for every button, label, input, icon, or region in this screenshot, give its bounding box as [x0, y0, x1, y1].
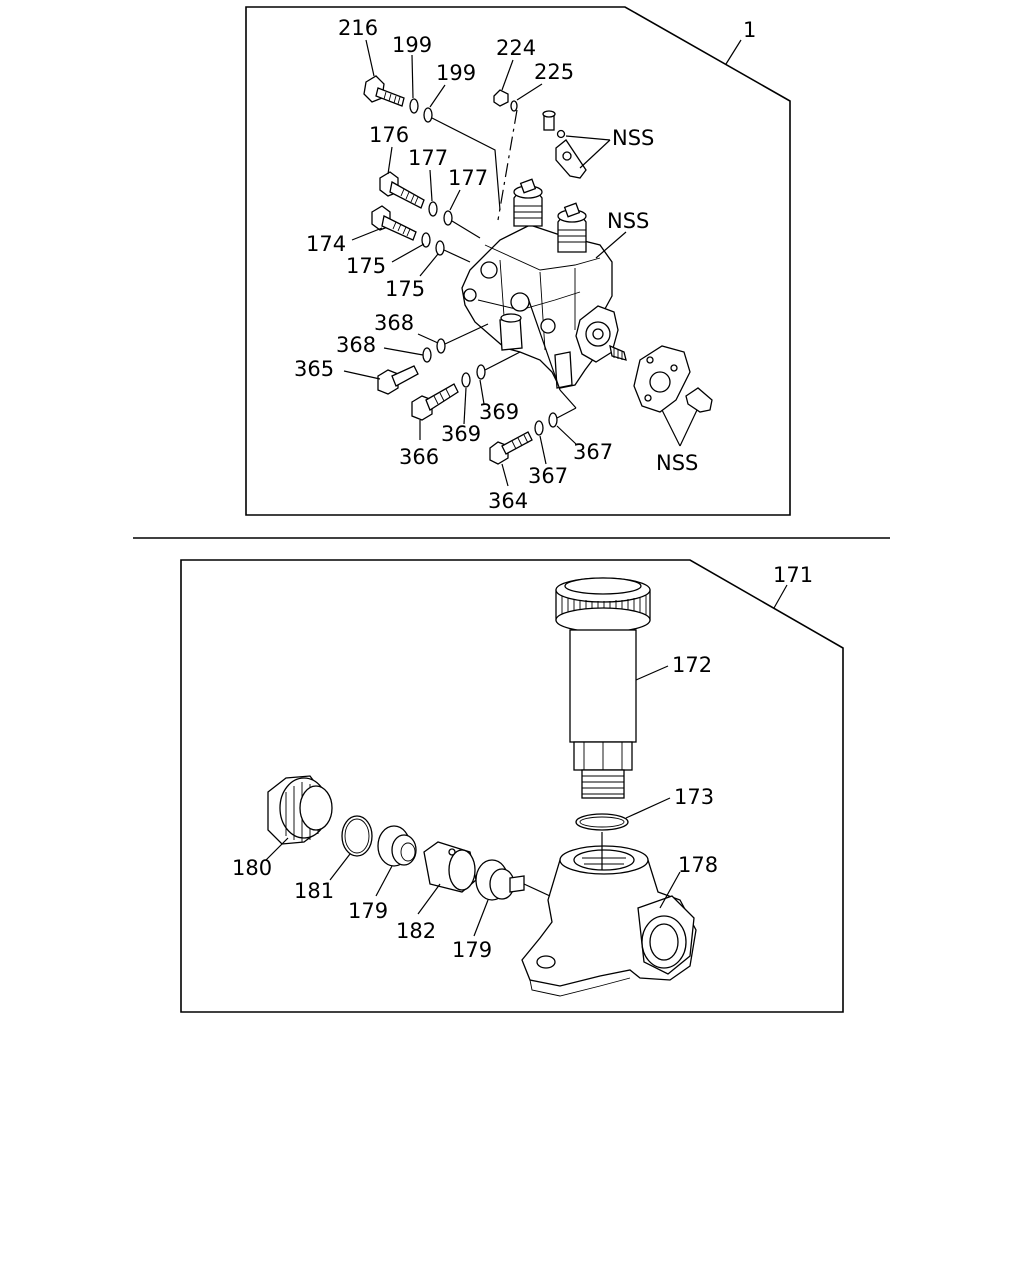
callout-368-b: 368	[336, 333, 376, 357]
bolt-365	[377, 365, 419, 395]
check-valve-179a	[377, 825, 417, 867]
washer-367b	[548, 412, 558, 428]
washer-175a	[421, 232, 431, 248]
callout-173: 173	[674, 785, 714, 809]
callout-199-b: 199	[436, 61, 476, 85]
pump-housing-178	[521, 832, 697, 997]
callout-179-b: 179	[452, 938, 492, 962]
washer-369b	[476, 364, 486, 380]
washer-175b	[435, 240, 445, 256]
callout-199-a: 199	[392, 33, 432, 57]
callout-369-a: 369	[479, 400, 519, 424]
callout-181: 181	[294, 879, 334, 903]
top-panel-frame	[245, 6, 791, 516]
bolt-364	[489, 431, 533, 465]
bolt-224	[493, 89, 509, 107]
nss-upper-bracket	[542, 110, 587, 179]
washer-367a	[534, 420, 544, 436]
washer-368b	[436, 338, 446, 354]
washer-369a	[461, 372, 471, 388]
callout-180: 180	[232, 856, 272, 880]
injection-pump-body	[461, 178, 627, 389]
washer-177b	[443, 210, 453, 226]
bolt-366	[411, 383, 459, 421]
callout-nss-c: NSS	[656, 451, 698, 475]
callout-365: 365	[294, 357, 334, 381]
washer-368a	[422, 347, 432, 363]
callout-nss-a: NSS	[612, 126, 654, 150]
nss-drive-flange	[633, 345, 713, 413]
sleeve-182	[423, 841, 477, 893]
callout-366: 366	[399, 445, 439, 469]
callout-368-a: 368	[374, 311, 414, 335]
callout-177-a: 177	[408, 146, 448, 170]
callout-216: 216	[338, 16, 378, 40]
callout-367-b: 367	[528, 464, 568, 488]
callout-225: 225	[534, 60, 574, 84]
bolt-174	[371, 205, 417, 241]
callout-179-a: 179	[348, 899, 388, 923]
callout-176: 176	[369, 123, 409, 147]
washer-177a	[428, 201, 438, 217]
callout-224: 224	[496, 36, 536, 60]
callout-369-b: 369	[441, 422, 481, 446]
assembly-label-1: 1	[743, 18, 756, 42]
callout-364: 364	[488, 489, 528, 513]
callout-367-a: 367	[573, 440, 613, 464]
callout-175-b: 175	[385, 277, 425, 301]
o-ring-181	[341, 815, 373, 857]
check-valve-179b	[475, 859, 525, 901]
washer-199b	[423, 107, 433, 123]
o-ring-173	[575, 813, 629, 831]
callout-174: 174	[306, 232, 346, 256]
bolt-216	[363, 75, 405, 107]
washer-225	[510, 100, 518, 112]
plug-180	[267, 775, 333, 845]
callout-175-a: 175	[346, 254, 386, 278]
callout-172: 172	[672, 653, 712, 677]
assembly-label-171: 171	[773, 563, 813, 587]
bolt-176	[379, 171, 425, 209]
top-panel: 1	[245, 6, 791, 516]
bottom-panel: 171 172 173	[180, 559, 844, 1013]
priming-pump-172	[555, 577, 651, 799]
callout-nss-b: NSS	[607, 209, 649, 233]
callout-178: 178	[678, 853, 718, 877]
callout-182: 182	[396, 919, 436, 943]
washer-199a	[409, 98, 419, 114]
callout-177-b: 177	[448, 166, 488, 190]
bottom-panel-frame	[180, 559, 844, 1013]
